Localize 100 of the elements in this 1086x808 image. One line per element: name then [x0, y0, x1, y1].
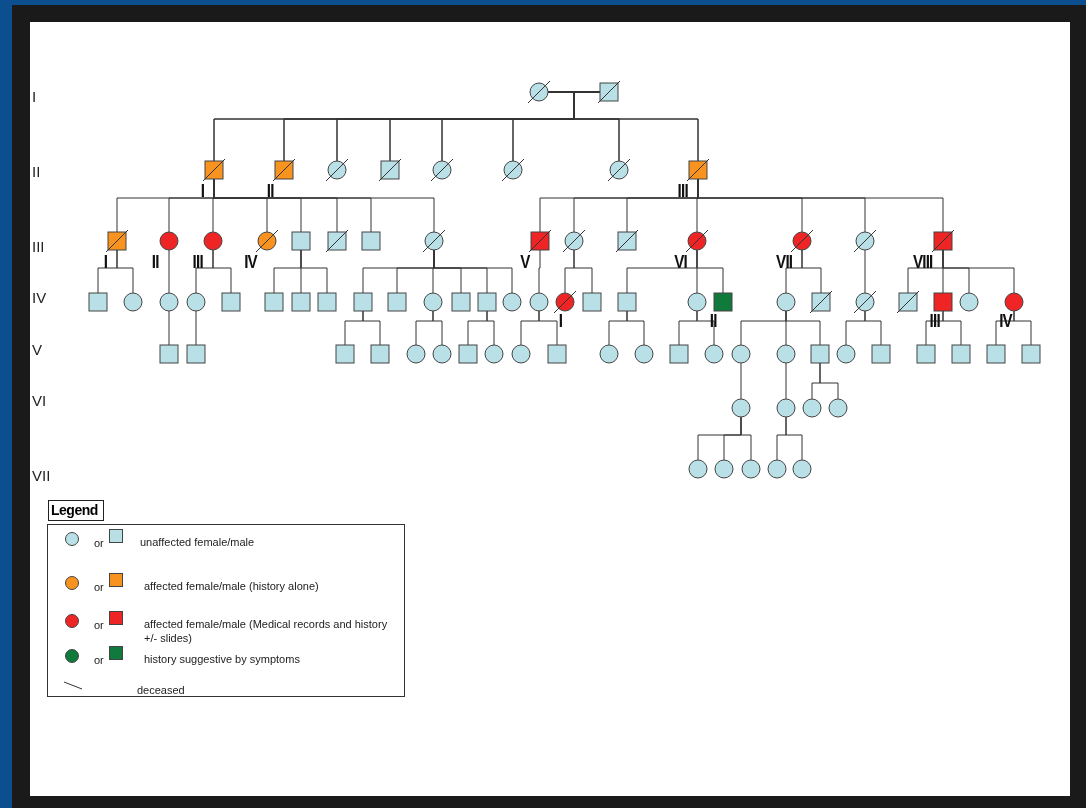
- individual-number: VIII: [913, 253, 933, 271]
- male-symbol: [369, 343, 391, 365]
- pedigree-line: [864, 310, 882, 346]
- male-symbol: [87, 291, 109, 313]
- pedigree-line: [785, 416, 803, 461]
- individual-number: II: [267, 182, 274, 200]
- female-symbol: [158, 291, 180, 313]
- female-symbol: [554, 291, 576, 313]
- female-symbol: [703, 343, 725, 365]
- legend-or-text: or: [94, 581, 104, 593]
- pedigree-line: [942, 249, 1015, 294]
- individual-number: VI: [674, 253, 687, 271]
- male-symbol: [616, 230, 638, 252]
- female-symbol: [202, 230, 224, 252]
- pedigree-line: [212, 249, 232, 294]
- legend-text: history suggestive by symptoms: [144, 652, 301, 666]
- female-symbol: [158, 230, 180, 252]
- female-symbol: [854, 230, 876, 252]
- female-symbol: [1003, 291, 1025, 313]
- male-symbol: [985, 343, 1007, 365]
- female-symbol: [791, 230, 813, 252]
- female-symbol: [827, 397, 849, 419]
- pedigree-line: [696, 249, 724, 294]
- male-symbol: [810, 291, 832, 313]
- male-symbol: [809, 343, 831, 365]
- female-symbol: [775, 397, 797, 419]
- male-symbol: [450, 291, 472, 313]
- pedigree-line: [697, 178, 944, 233]
- male-symbol: [932, 230, 954, 252]
- male-symbol: [352, 291, 374, 313]
- female-symbol: [122, 291, 144, 313]
- female-symbol: [730, 397, 752, 419]
- legend-or-text: or: [94, 654, 104, 666]
- male-symbol: [950, 343, 972, 365]
- pedigree-line: [168, 249, 170, 294]
- pedigree-line: [538, 249, 541, 294]
- individual-number: IV: [999, 312, 1012, 330]
- female-symbol: [501, 291, 523, 313]
- individual-number: V: [520, 253, 530, 271]
- male-symbol: [1020, 343, 1042, 365]
- male-symbol: [316, 291, 338, 313]
- male-symbol: [290, 291, 312, 313]
- pedigree-line: [696, 310, 715, 346]
- male-symbol: [457, 343, 479, 365]
- female-symbol: [730, 343, 752, 365]
- pedigree-line: [300, 249, 328, 294]
- pedigree-line: [785, 310, 821, 346]
- pedigree-line: [213, 178, 435, 233]
- pedigree-line: [785, 362, 787, 400]
- legend-text: affected female/male (history alone): [144, 579, 320, 593]
- female-symbol: [835, 343, 857, 365]
- female-symbol: [608, 159, 630, 181]
- legend-or-text: or: [94, 619, 104, 631]
- female-symbol: [483, 343, 505, 365]
- female-symbol: [687, 458, 709, 480]
- male-symbol: [386, 291, 408, 313]
- male-symbol: [290, 230, 312, 252]
- pedigree-line: [116, 249, 134, 294]
- generation-label: V: [32, 342, 42, 358]
- pedigree-line: [362, 310, 381, 346]
- individual-number: III: [929, 312, 940, 330]
- male-symbol: [712, 291, 734, 313]
- female-symbol: [510, 343, 532, 365]
- individual-number: I: [558, 312, 562, 330]
- pedigree-line: [942, 310, 962, 346]
- female-symbol: [958, 291, 980, 313]
- female-symbol: [185, 291, 207, 313]
- individual-number: I: [103, 253, 107, 271]
- female-symbol: [502, 159, 524, 181]
- male-symbol: [932, 291, 954, 313]
- female-symbol: [423, 230, 445, 252]
- pedigree-line: [740, 416, 752, 461]
- pedigree-line: [1013, 310, 1032, 346]
- female-symbol: [686, 230, 708, 252]
- pedigree-line: [433, 249, 513, 294]
- generation-label: III: [32, 239, 45, 255]
- legend-text: deceased: [137, 683, 186, 697]
- legend-text: unaffected female/male: [140, 535, 256, 549]
- female-symbol: [528, 81, 550, 103]
- pedigree-line: [740, 362, 742, 400]
- male-symbol: [185, 343, 207, 365]
- pedigree-line: [168, 310, 170, 346]
- male-symbol: [263, 291, 285, 313]
- male-symbol: [220, 291, 242, 313]
- individual-number: III: [677, 182, 688, 200]
- female-symbol: [766, 458, 788, 480]
- female-symbol: [775, 291, 797, 313]
- male-symbol: [158, 343, 180, 365]
- male-symbol: [529, 230, 551, 252]
- individual-number: I: [200, 182, 204, 200]
- female-symbol: [775, 343, 797, 365]
- individual-number: II: [152, 253, 159, 271]
- female-symbol: [326, 159, 348, 181]
- male-symbol: [668, 343, 690, 365]
- male-symbol: [598, 81, 620, 103]
- pedigree-line: [801, 249, 822, 294]
- female-symbol: [528, 291, 550, 313]
- male-symbol: [476, 291, 498, 313]
- individual-number: VII: [775, 253, 792, 271]
- pedigree-line: [195, 310, 197, 346]
